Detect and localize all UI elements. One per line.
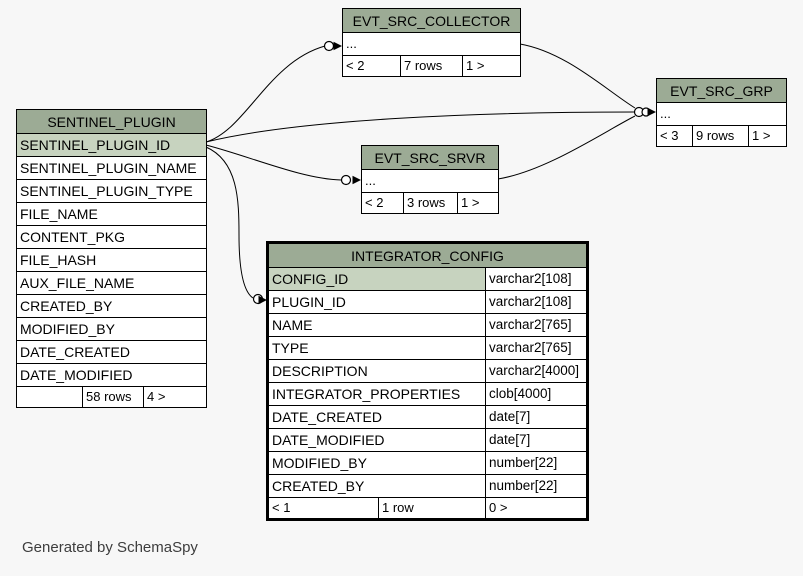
relationship-line-collector-to-grp xyxy=(519,43,636,109)
footer-left-evt-src-srvr: < 2 xyxy=(361,192,404,214)
footer-right-integrator-config: 0 > xyxy=(484,497,588,519)
footer-right-sentinel-plugin: 4 > xyxy=(143,386,207,408)
type-date-modified: date[7] xyxy=(484,428,588,452)
column-name: NAME xyxy=(268,313,486,337)
table-title-sentinel-plugin[interactable]: SENTINEL_PLUGIN xyxy=(16,109,207,134)
table-title-integrator-config[interactable]: INTEGRATOR_CONFIG xyxy=(267,243,588,268)
arrowhead-srvr xyxy=(352,175,361,185)
type-created-by: number[22] xyxy=(484,474,588,498)
table-title-evt-src-grp[interactable]: EVT_SRC_GRP xyxy=(655,78,788,103)
footer-right-evt-src-grp: 1 > xyxy=(747,125,788,147)
footer-rowcount-evt-src-collector: 7 rows xyxy=(400,55,463,77)
column-file-name: FILE_NAME xyxy=(16,202,207,226)
table-integrator-config: INTEGRATOR_CONFIG CONFIG_ID varchar2[108… xyxy=(267,243,588,519)
footer-left-sentinel-plugin xyxy=(16,386,83,408)
column-created-by: CREATED_BY xyxy=(268,474,486,498)
column-modified-by: MODIFIED_BY xyxy=(268,451,486,475)
footer-right-evt-src-collector: 1 > xyxy=(461,55,522,77)
type-config-id: varchar2[108] xyxy=(484,267,588,291)
table-evt-src-collector: EVT_SRC_COLLECTOR ... < 2 7 rows 1 > xyxy=(341,8,522,77)
column-type: TYPE xyxy=(268,336,486,360)
type-description: varchar2[4000] xyxy=(484,359,588,383)
footer-right-evt-src-srvr: 1 > xyxy=(456,192,500,214)
footer-left-evt-src-grp: < 3 xyxy=(656,125,693,147)
column-file-hash: FILE_HASH xyxy=(16,248,207,272)
column-sentinel-plugin-id: SENTINEL_PLUGIN_ID xyxy=(16,133,207,157)
footer-left-integrator-config: < 1 xyxy=(268,497,379,519)
column-date-modified: DATE_MODIFIED xyxy=(268,428,486,452)
table-evt-src-srvr: EVT_SRC_SRVR ... < 2 3 rows 1 > xyxy=(360,145,500,214)
zero-many-circle-collector xyxy=(323,40,335,52)
relationship-line-plugin-to-integrator xyxy=(205,146,254,299)
column-sentinel-plugin-type: SENTINEL_PLUGIN_TYPE xyxy=(16,179,207,203)
hidden-columns-ellipsis: ... xyxy=(360,169,500,193)
table-title-evt-src-collector[interactable]: EVT_SRC_COLLECTOR xyxy=(341,8,522,33)
column-sentinel-plugin-name: SENTINEL_PLUGIN_NAME xyxy=(16,156,207,180)
type-date-created: date[7] xyxy=(484,405,588,429)
arrowhead-integrator xyxy=(258,295,267,305)
type-type: varchar2[765] xyxy=(484,336,588,360)
column-date-modified: DATE_MODIFIED xyxy=(16,363,207,387)
relationship-line-plugin-to-collector xyxy=(205,45,326,143)
table-sentinel-plugin: SENTINEL_PLUGIN SENTINEL_PLUGIN_ID SENTI… xyxy=(16,109,207,408)
table-integrator-config-highlight: INTEGRATOR_CONFIG CONFIG_ID varchar2[108… xyxy=(266,241,590,521)
type-plugin-id: varchar2[108] xyxy=(484,290,588,314)
column-date-created: DATE_CREATED xyxy=(16,340,207,364)
zero-many-circle-srvr xyxy=(340,174,352,186)
footer-rowcount-integrator-config: 1 row xyxy=(378,497,486,519)
arrowhead-collector xyxy=(333,41,342,51)
type-integrator-properties: clob[4000] xyxy=(484,382,588,406)
column-config-id: CONFIG_ID xyxy=(268,267,486,291)
generated-by-credit: Generated by SchemaSpy xyxy=(22,539,198,556)
type-modified-by: number[22] xyxy=(484,451,588,475)
column-date-created: DATE_CREATED xyxy=(268,405,486,429)
relationship-line-plugin-to-srvr xyxy=(205,144,342,181)
hidden-columns-ellipsis: ... xyxy=(341,32,522,56)
hidden-columns-ellipsis: ... xyxy=(655,102,788,126)
column-modified-by: MODIFIED_BY xyxy=(16,317,207,341)
relationship-line-srvr-to-grp xyxy=(497,115,636,180)
column-integrator-properties: INTEGRATOR_PROPERTIES xyxy=(268,382,486,406)
column-aux-file-name: AUX_FILE_NAME xyxy=(16,271,207,295)
footer-rowcount-evt-src-srvr: 3 rows xyxy=(403,192,458,214)
footer-rowcount-sentinel-plugin: 58 rows xyxy=(82,386,144,408)
relationship-line-plugin-to-grp xyxy=(205,111,636,143)
arrowhead-grp xyxy=(647,107,656,117)
column-plugin-id: PLUGIN_ID xyxy=(268,290,486,314)
footer-left-evt-src-collector: < 2 xyxy=(342,55,401,77)
footer-rowcount-evt-src-grp: 9 rows xyxy=(692,125,749,147)
column-created-by: CREATED_BY xyxy=(16,294,207,318)
type-name: varchar2[765] xyxy=(484,313,588,337)
table-evt-src-grp: EVT_SRC_GRP ... < 3 9 rows 1 > xyxy=(655,78,788,147)
column-content-pkg: CONTENT_PKG xyxy=(16,225,207,249)
column-description: DESCRIPTION xyxy=(268,359,486,383)
table-title-evt-src-srvr[interactable]: EVT_SRC_SRVR xyxy=(360,145,500,170)
